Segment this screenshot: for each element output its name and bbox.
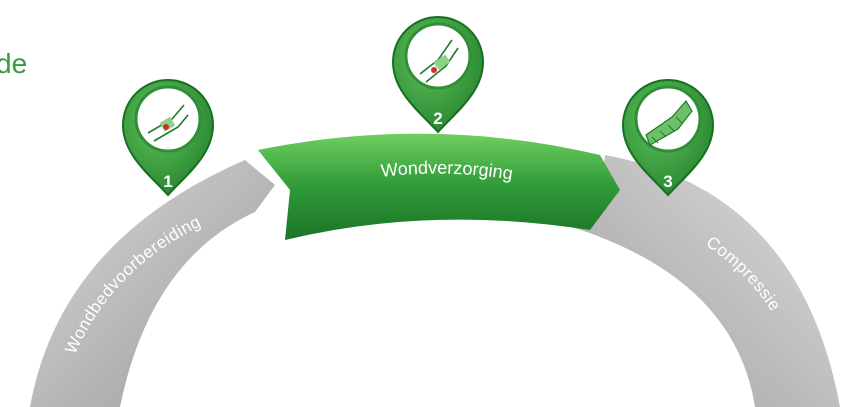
- wound-leg-icon: [147, 104, 189, 142]
- arc-segment-right: [575, 155, 840, 407]
- cropped-text: de: [0, 48, 28, 79]
- step-2-number: 2: [433, 109, 442, 128]
- bandaged-leg-icon: [419, 39, 459, 83]
- compression-stocking-icon: [645, 99, 693, 146]
- step-3-pin: 3: [621, 79, 715, 197]
- arc-segment-center: [258, 133, 620, 240]
- arc-segment-left: [30, 160, 275, 407]
- step-1-number: 1: [163, 172, 172, 191]
- step-1-pin: 1: [121, 79, 215, 197]
- step-3-number: 3: [663, 172, 672, 191]
- step-2-pin: 2: [391, 16, 485, 134]
